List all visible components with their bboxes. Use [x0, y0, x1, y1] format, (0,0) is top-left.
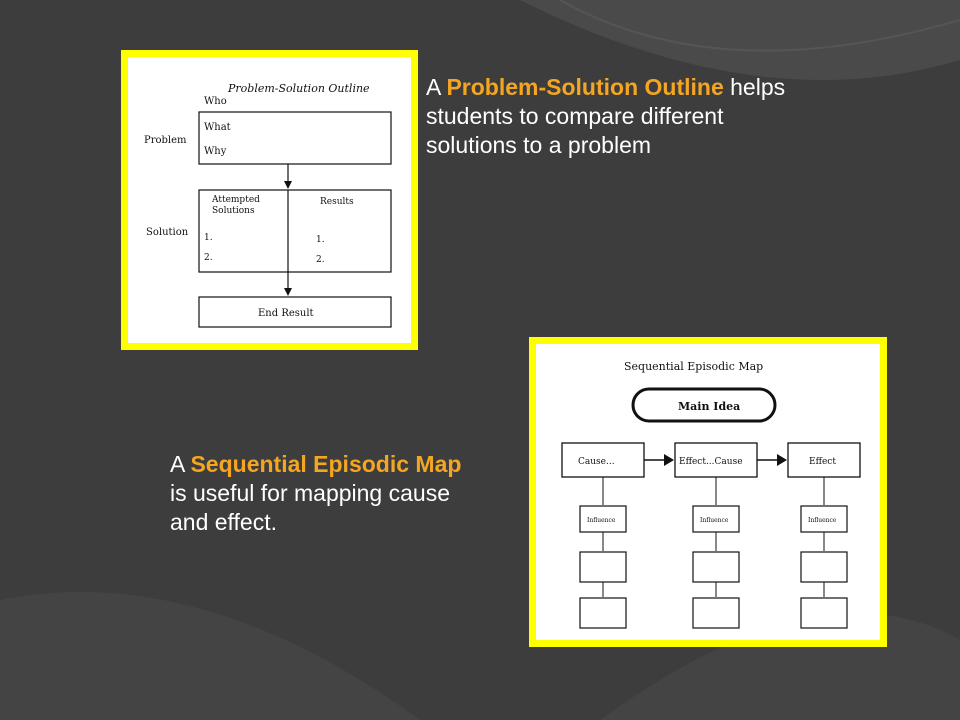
who-label: Who: [204, 96, 227, 107]
solution-box: [198, 189, 392, 273]
influence-label-2: Influence: [700, 517, 729, 524]
problem-label: Problem: [144, 135, 187, 146]
problem-solution-diagram: Problem-Solution Outline Who What Why Pr…: [144, 82, 392, 328]
detail-box-1b: [579, 597, 627, 629]
influence-label-1: Influence: [587, 517, 616, 524]
main-idea-oval: [631, 387, 777, 423]
diagram2-title: Sequential Episodic Map: [624, 360, 763, 373]
diagram1-title: Problem-Solution Outline: [227, 82, 370, 95]
arrowhead-3: [664, 454, 674, 466]
detail-box-2b: [692, 597, 740, 629]
what-label: What: [204, 122, 231, 133]
highlight-problem-solution: Problem-Solution Outline: [446, 74, 724, 100]
result-item-2: 2.: [316, 255, 325, 265]
detail-box-3b: [800, 597, 848, 629]
detail-box-3a: [800, 551, 848, 583]
detail-box-1a: [579, 551, 627, 583]
arrowhead-1: [284, 181, 292, 189]
caption-sequential-episodic: A Sequential Episodic Map is useful for …: [170, 451, 462, 535]
sequential-episodic-diagram: Sequential Episodic Map Main Idea Cause.…: [561, 360, 861, 629]
effect-cause-label: Effect...Cause: [679, 457, 743, 467]
effect-label: Effect: [809, 457, 836, 467]
detail-box-2a: [692, 551, 740, 583]
solution-label: Solution: [146, 227, 189, 238]
influence-label-3: Influence: [808, 517, 837, 524]
solution-item-1: 1.: [204, 233, 213, 243]
arrowhead-4: [777, 454, 787, 466]
main-idea-label: Main Idea: [678, 400, 740, 413]
problem-box: [198, 111, 392, 165]
highlight-sequential-episodic: Sequential Episodic Map: [190, 451, 462, 477]
end-result-box: [198, 296, 392, 328]
result-item-1: 1.: [316, 235, 325, 245]
problem-solution-outline-panel: Problem-Solution Outline Who What Why Pr…: [121, 50, 418, 350]
solutions-label: Solutions: [212, 206, 255, 216]
arrowhead-2: [284, 288, 292, 296]
end-result-label: End Result: [258, 308, 314, 319]
caption-problem-solution: A Problem-Solution Outline helps student…: [426, 74, 786, 158]
results-label: Results: [320, 197, 354, 207]
cause-label: Cause...: [578, 457, 615, 467]
why-label: Why: [204, 146, 227, 157]
sequential-episodic-map-panel: Sequential Episodic Map Main Idea Cause.…: [529, 337, 887, 647]
attempted-label: Attempted: [211, 195, 260, 205]
solution-item-2: 2.: [204, 253, 213, 263]
